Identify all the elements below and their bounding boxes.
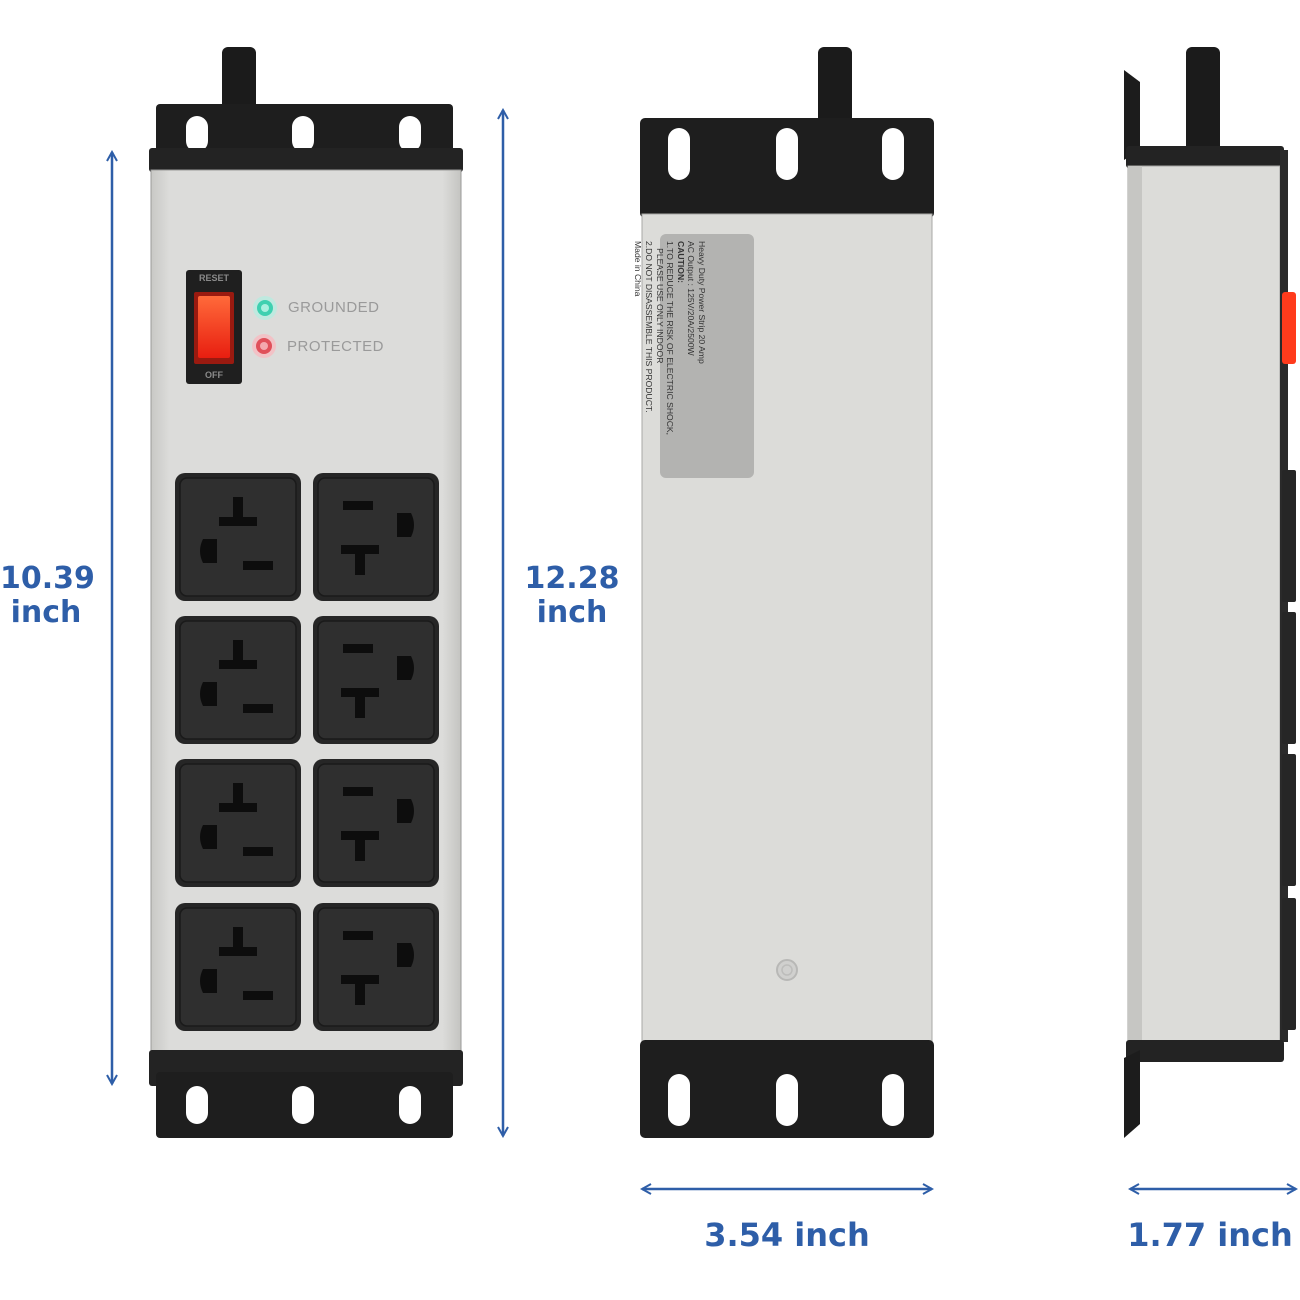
back-view: [640, 47, 934, 1138]
side-view: [1124, 47, 1296, 1138]
label-line-2: AC Output : 125V/20A/2500W: [686, 241, 697, 356]
outlet: [174, 615, 302, 745]
power-switch[interactable]: [186, 270, 242, 384]
label-line-4: 1.TO REDUCE THE RISK OF ELECTRIC SHOCK,: [665, 241, 676, 436]
front-view: [149, 47, 463, 1138]
protected-led-icon: [252, 334, 276, 358]
grounded-label: GROUNDED: [288, 299, 380, 316]
width-label: 3.54 inch: [704, 1216, 870, 1254]
power-cord: [1186, 47, 1220, 157]
side-housing: [1127, 165, 1281, 1043]
outlet: [174, 902, 302, 1032]
outlet: [312, 758, 440, 888]
depth-label: 1.77 inch: [1127, 1216, 1293, 1254]
power-cord: [818, 47, 852, 127]
grounded-led-icon: [253, 296, 277, 320]
product-label: [660, 234, 754, 478]
screw-icon: [776, 959, 798, 981]
product-label-text: Heavy Duty Power Strip 20 Amp AC Output …: [633, 241, 707, 461]
protected-label: PROTECTED: [287, 338, 385, 355]
outlet: [174, 758, 302, 888]
switch-side: [1282, 292, 1296, 364]
outlet: [312, 615, 440, 745]
total-height-label: 12.28 inch: [524, 562, 620, 629]
outlet: [312, 902, 440, 1032]
switch-reset-label: RESET: [198, 273, 229, 283]
housing-height-value: 10.39: [0, 561, 95, 596]
housing-height-unit: inch: [10, 594, 82, 630]
label-line-5: PLEASE USE ONLY INDOOR: [654, 241, 665, 364]
housing-height-label: 10.39 inch: [0, 561, 95, 630]
outlet: [174, 472, 302, 602]
outlet: [312, 472, 440, 602]
label-line-6: 2.DO NOT DISASSEMBLE THIS PRODUCT.: [644, 241, 655, 413]
total-height-unit: inch: [536, 594, 608, 630]
label-line-1: Heavy Duty Power Strip 20 Amp: [697, 241, 707, 364]
switch-off-label: OFF: [205, 370, 223, 380]
total-height-value: 12.28: [524, 561, 620, 596]
label-line-3: CAUTION:: [675, 241, 686, 284]
label-line-7: Made in China: [633, 241, 644, 297]
